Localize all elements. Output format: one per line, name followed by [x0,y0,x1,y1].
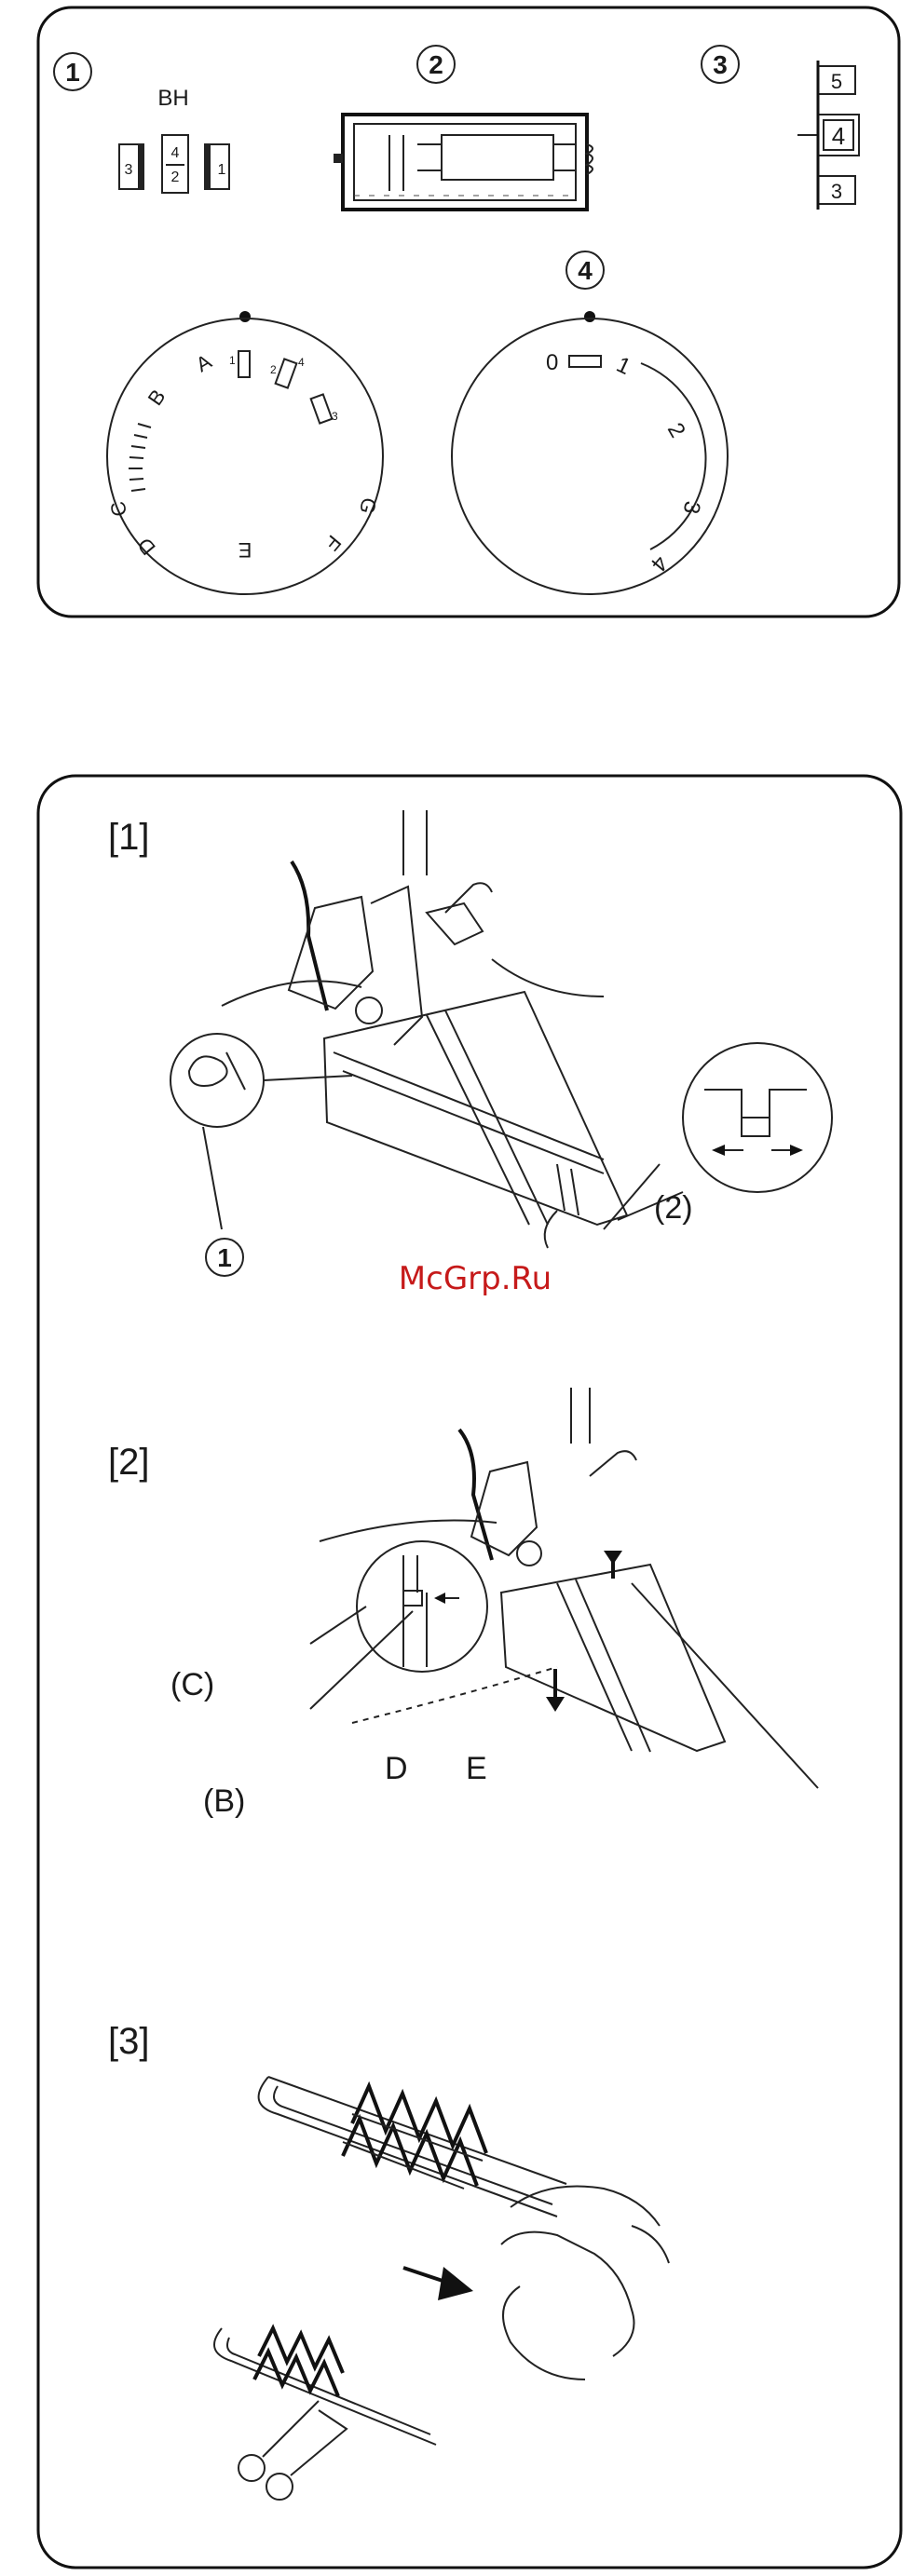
settings-panel: 1 2 3 4 BH 3 4 2 1 5 [35,5,902,619]
marker-2-text: 2 [429,50,443,79]
watermark: McGrp.Ru [399,1260,552,1297]
buttonhole-foot-top-view [334,115,593,210]
step-1-label: [1] [108,817,149,858]
bh-box-1: 1 [218,162,226,178]
instructions-panel-svg: [1] 1 (2) [2] [35,773,904,2570]
marker-4-text: 4 [578,256,593,285]
dial-num-3: 3 [332,410,338,423]
step-2-callout-c: (C) [170,1667,214,1702]
indicator-4: 4 [832,122,845,150]
bh-label: BH [157,86,188,111]
marker-3-text: 3 [713,50,728,79]
step-2-mark-e: E [466,1751,487,1786]
dial-num-2: 2 [270,363,277,376]
step-1-callout-1-text: 1 [217,1243,232,1272]
marker-1-text: 1 [65,58,80,87]
dial-num-1: 1 [229,354,236,367]
step-2-callout-b: (B) [203,1783,245,1819]
bh-box-2: 2 [171,169,180,185]
dial-letter-e: E [238,538,252,562]
bh-box-3: 3 [125,162,133,178]
settings-panel-svg: 1 2 3 4 BH 3 4 2 1 5 [35,5,902,619]
bh-box-4: 4 [171,145,180,161]
step-1-callout-2: (2) [654,1190,693,1226]
length-0: 0 [546,350,558,375]
indicator-5: 5 [831,70,842,93]
instructions-panel: [1] 1 (2) [2] [35,773,904,2570]
step-2-label: [2] [108,1442,149,1483]
step-2-mark-d: D [385,1751,408,1786]
step-3-label: [3] [108,2021,149,2062]
dial-num-4: 4 [298,356,305,369]
indicator-3: 3 [831,180,842,203]
